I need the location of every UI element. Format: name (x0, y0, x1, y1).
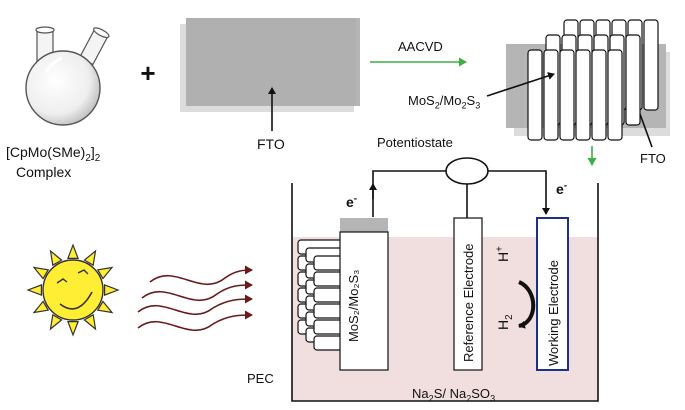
fto2-pointer-arrow (639, 113, 653, 148)
h2-label: H2 (495, 314, 515, 330)
film-pointer-arrow (486, 72, 555, 97)
nanosheet (643, 19, 659, 111)
reduction-arrow-icon (518, 280, 536, 329)
nanosheet (607, 49, 623, 141)
complex-formula: [CpMo(SMe)2]2 (6, 144, 101, 164)
complex-name: Complex (16, 164, 72, 180)
nanosheet (625, 34, 641, 126)
sun-ray (96, 266, 114, 280)
film-electrode (297, 218, 389, 371)
nanosheet (575, 49, 591, 141)
fto-substrate (180, 18, 360, 112)
nanosheet (559, 49, 575, 141)
sun-ray (49, 313, 63, 331)
h-plus-label: H+ (494, 246, 511, 262)
sun-ray (103, 284, 120, 296)
sun-ray (83, 313, 97, 331)
potentiostat-icon (445, 157, 489, 185)
plus-sign: + (140, 58, 155, 88)
electron-right-label: e- (556, 180, 568, 197)
electron-left-label: e- (346, 193, 358, 210)
nanosheet (527, 49, 543, 141)
sun-ray (26, 284, 43, 296)
fto-label: FTO (257, 136, 285, 152)
nanosheet (543, 49, 559, 141)
working-electrode (536, 217, 569, 371)
two-neck-flask-icon (25, 26, 110, 126)
sun-ray (49, 249, 63, 267)
film-front-plate (339, 231, 389, 371)
product-fto-label: FTO (640, 151, 666, 166)
light-waves (137, 265, 253, 331)
film-electrode-label: MoS₂/Mo₂S₃ (346, 270, 361, 342)
sun-ray (83, 249, 97, 267)
sun-ray (96, 300, 114, 314)
reference-electrode (453, 217, 483, 371)
pec-label: PEC (247, 371, 274, 386)
product-film-label: MoS2/Mo2S3 (408, 93, 481, 111)
working-electrode-label: Working Electrode (546, 260, 561, 366)
film-on-fto (506, 19, 670, 141)
potentiostat-label: Potentiostate (377, 135, 453, 150)
sun-ray (67, 321, 79, 337)
sun-ray (67, 243, 79, 259)
sun-icon (26, 243, 120, 337)
reference-electrode-label: Reference Electrode (461, 243, 476, 362)
nanosheet (591, 49, 607, 141)
electrolyte-label: Na2S/ Na2SO3 (412, 386, 496, 404)
sun-ray (32, 266, 50, 280)
circuit-wires (372, 170, 550, 218)
sun-ray (32, 300, 50, 314)
aacvd-label: AACVD (398, 39, 443, 54)
